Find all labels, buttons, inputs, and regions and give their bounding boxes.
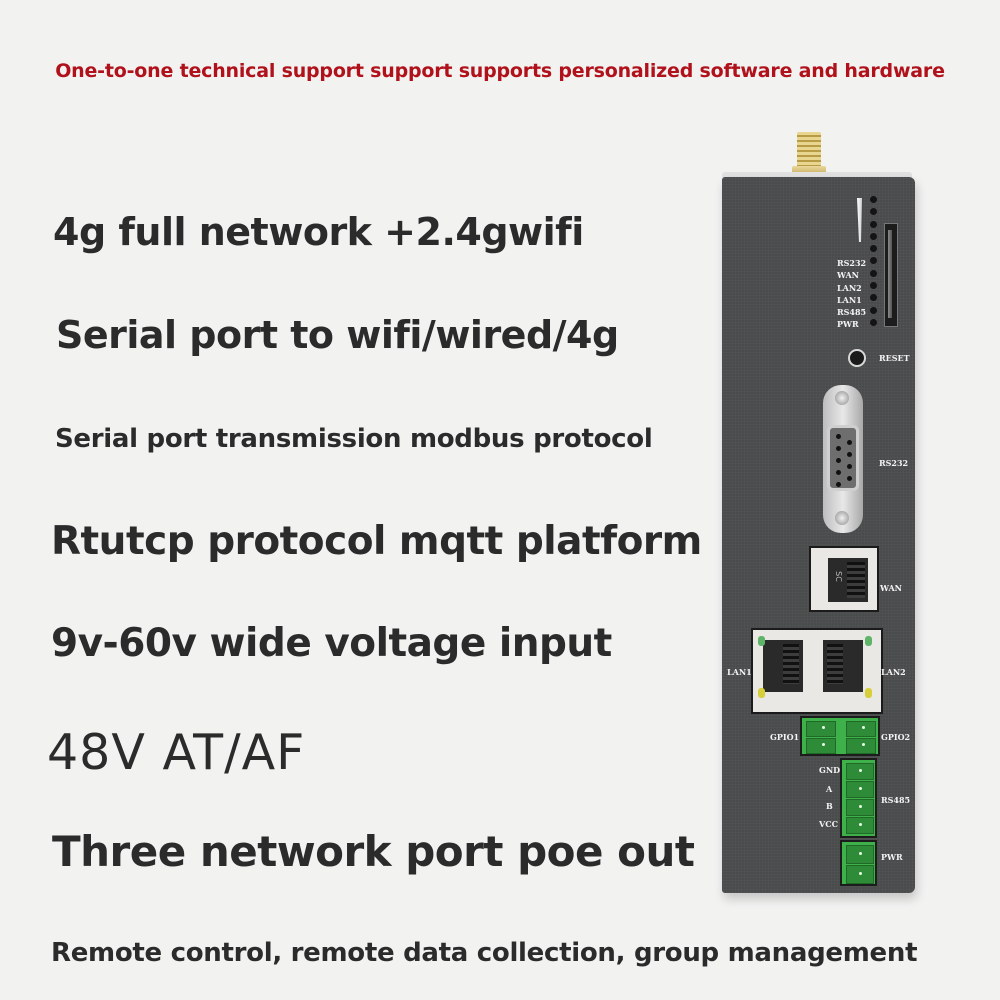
lan1-activity-led [758,688,765,698]
gpio1-label: GPIO1 [770,732,800,742]
feature-poe-standard: 48V AT/AF [47,724,306,781]
rs485-pin-vcc: VCC [819,819,838,829]
led-indicator-rs485 [870,306,877,314]
gpio2-terminal [846,738,876,754]
led-column [870,196,878,331]
signal-light-pipe [857,198,862,242]
sim-card-slot [884,223,898,327]
feature-poe-out: Three network port poe out [52,827,695,876]
feature-mqtt: Rtutcp protocol mqtt platform [51,519,702,564]
terminal-screw [822,726,825,729]
terminal-screw [859,872,862,875]
led-label-rs232: RS232 [837,258,867,268]
lan2-label: LAN2 [881,667,906,677]
rs232-db9-port [823,385,863,533]
led-label-rs485: RS485 [837,307,867,318]
gateway-device [722,177,915,893]
terminal-screw [859,787,862,790]
device-top-edge [722,172,912,178]
led-labels: RS232 WAN LAN2 LAN1 RS485 PWR [837,257,866,331]
led-indicator [870,232,877,240]
wan-label: WAN [880,583,902,593]
rs485-terminal-block [840,758,877,838]
led-indicator [870,220,877,228]
antenna-thread [797,132,821,168]
led-indicator [870,208,877,216]
reset-label: RESET [879,353,910,363]
led-label-wan: WAN [837,270,859,281]
led-indicator-pwr [870,318,877,326]
feature-remote: Remote control, remote data collection, … [51,938,918,968]
wan-jack-mark: SC [833,571,843,582]
gpio-terminal-block [800,716,880,756]
db9-pin [847,464,852,469]
rs485-label: RS485 [881,795,911,805]
gpio2-terminal [846,721,876,737]
rs485-pin-b: B [826,801,833,811]
db9-pin [847,476,852,481]
gpio1-terminal [806,738,836,754]
rs485-pin-a: A [826,784,833,794]
lan1-label: LAN1 [727,667,752,677]
wan-jack-pins [847,562,865,598]
led-label-pwr: PWR [837,319,859,330]
lan-port-block [751,628,883,714]
lan2-jack-pins [827,644,843,684]
db9-pin [836,458,841,463]
headline: One-to-one technical support support sup… [55,60,945,82]
terminal-screw [859,769,862,772]
terminal-screw [859,823,862,826]
lan2-activity-led [865,688,872,698]
lan2-link-led [865,636,872,646]
rs232-label: RS232 [879,458,909,468]
wan-port: SC [809,546,879,612]
feature-voltage: 9v-60v wide voltage input [51,621,612,666]
led-indicator-wan [870,269,877,277]
feature-serial-to-wifi: Serial port to wifi/wired/4g [56,313,619,357]
db9-pin [836,446,841,451]
db9-pin [836,482,841,487]
led-indicator [870,245,877,253]
rs485-pin-gnd: GND [819,765,841,775]
led-indicator-rs232 [870,257,877,265]
feature-modbus: Serial port transmission modbus protocol [55,424,653,454]
terminal-screw [862,743,865,746]
screw-icon [835,391,849,405]
terminal-screw [859,805,862,808]
pwr-terminal-block [840,840,877,886]
pwr-label: PWR [881,852,903,862]
db9-pin [836,470,841,475]
gpio2-label: GPIO2 [881,732,911,742]
lan1-jack-pins [783,644,799,684]
led-indicator-lan2 [870,282,877,290]
terminal-screw [859,852,862,855]
terminal-screw [862,726,865,729]
lan1-link-led [758,636,765,646]
screw-icon [835,511,849,525]
feature-4g-wifi: 4g full network +2.4gwifi [53,210,584,254]
db9-connector-body [827,425,859,491]
led-indicator-lan1 [870,294,877,302]
led-label-lan2: LAN2 [837,282,862,293]
db9-pin [836,434,841,439]
db9-pin [847,440,852,445]
reset-button[interactable] [848,349,866,367]
db9-pin [847,452,852,457]
led-label-lan1: LAN1 [837,294,862,305]
terminal-screw [822,743,825,746]
led-indicator [870,196,877,203]
gpio1-terminal [806,721,836,737]
